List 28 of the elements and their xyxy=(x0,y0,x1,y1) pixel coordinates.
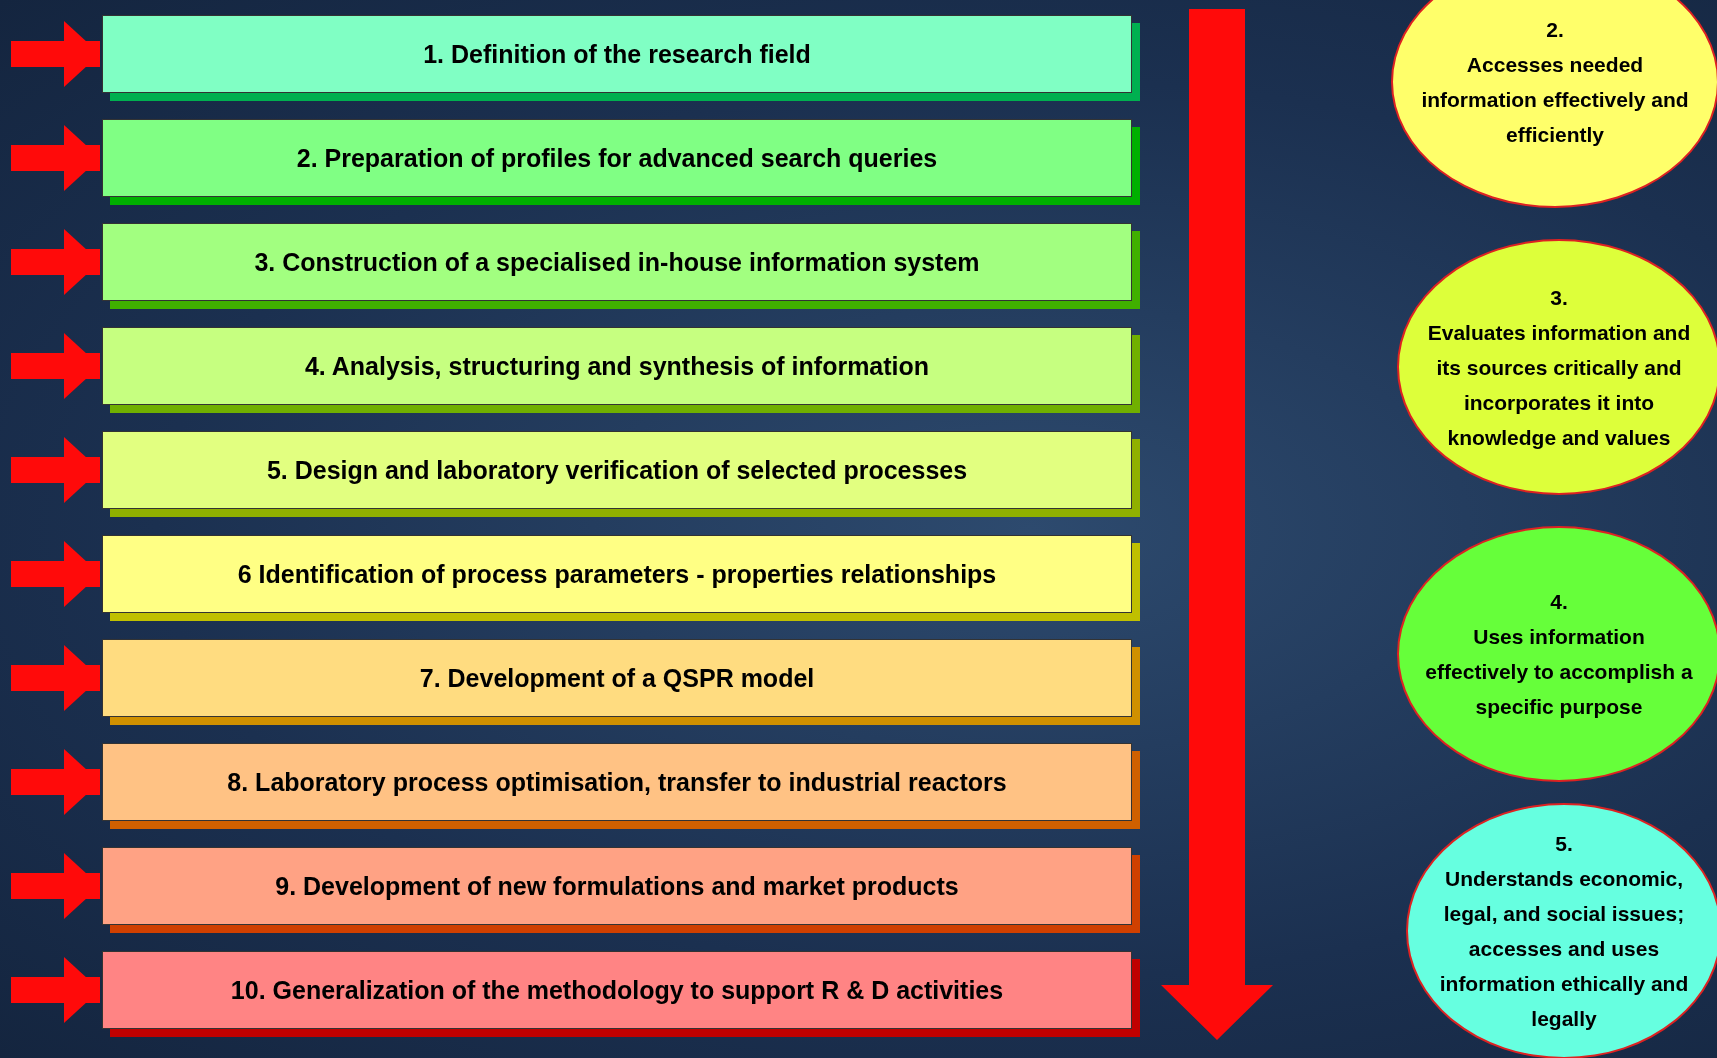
arrow xyxy=(11,853,100,919)
step-number: 4. xyxy=(1549,589,1569,615)
node-label: 6 Identification of process parameters - properties relationships xyxy=(237,559,997,589)
arrow xyxy=(11,541,100,607)
step-number: 2. xyxy=(1545,17,1565,43)
node-label: 7. Development of a QSPR model xyxy=(419,663,815,693)
node-label: Accesses needed information effectively and efficiently xyxy=(1420,52,1690,148)
arrow xyxy=(11,21,100,87)
node-label: 4. Analysis, structuring and synthesis of information xyxy=(304,351,930,381)
arrow xyxy=(11,437,100,503)
arrow xyxy=(11,957,100,1023)
node-label: 10. Generalization of the methodology to support R & D activities xyxy=(230,975,1004,1005)
step-number: 3. xyxy=(1549,284,1569,311)
arrow xyxy=(11,749,100,815)
node-label: 9. Development of new formulations and market products xyxy=(275,871,959,901)
arrow xyxy=(11,125,100,191)
node-label: Evaluates information and its sources critically and incorporates it into knowledge and values xyxy=(1426,319,1692,451)
node-label: Uses information effectively to accomplish a specific purpose xyxy=(1424,624,1694,720)
node-label: Understands economic, legal, and social issues; accesses and uses information ethically and legally xyxy=(1438,866,1690,1032)
step-number: 5. xyxy=(1554,831,1574,857)
node-label: 2. Preparation of profiles for advanced search queries xyxy=(296,143,938,173)
arrow xyxy=(11,333,100,399)
arrow xyxy=(11,229,100,295)
node-label: 8. Laboratory process optimisation, transfer to industrial reactors xyxy=(227,767,1007,797)
node-label: 5. Design and laboratory verification of selected processes xyxy=(266,455,968,485)
node-label: 1. Definition of the research field xyxy=(423,39,811,69)
arrow xyxy=(11,645,100,711)
node-label: 3. Construction of a specialised in-house information system xyxy=(254,247,980,277)
